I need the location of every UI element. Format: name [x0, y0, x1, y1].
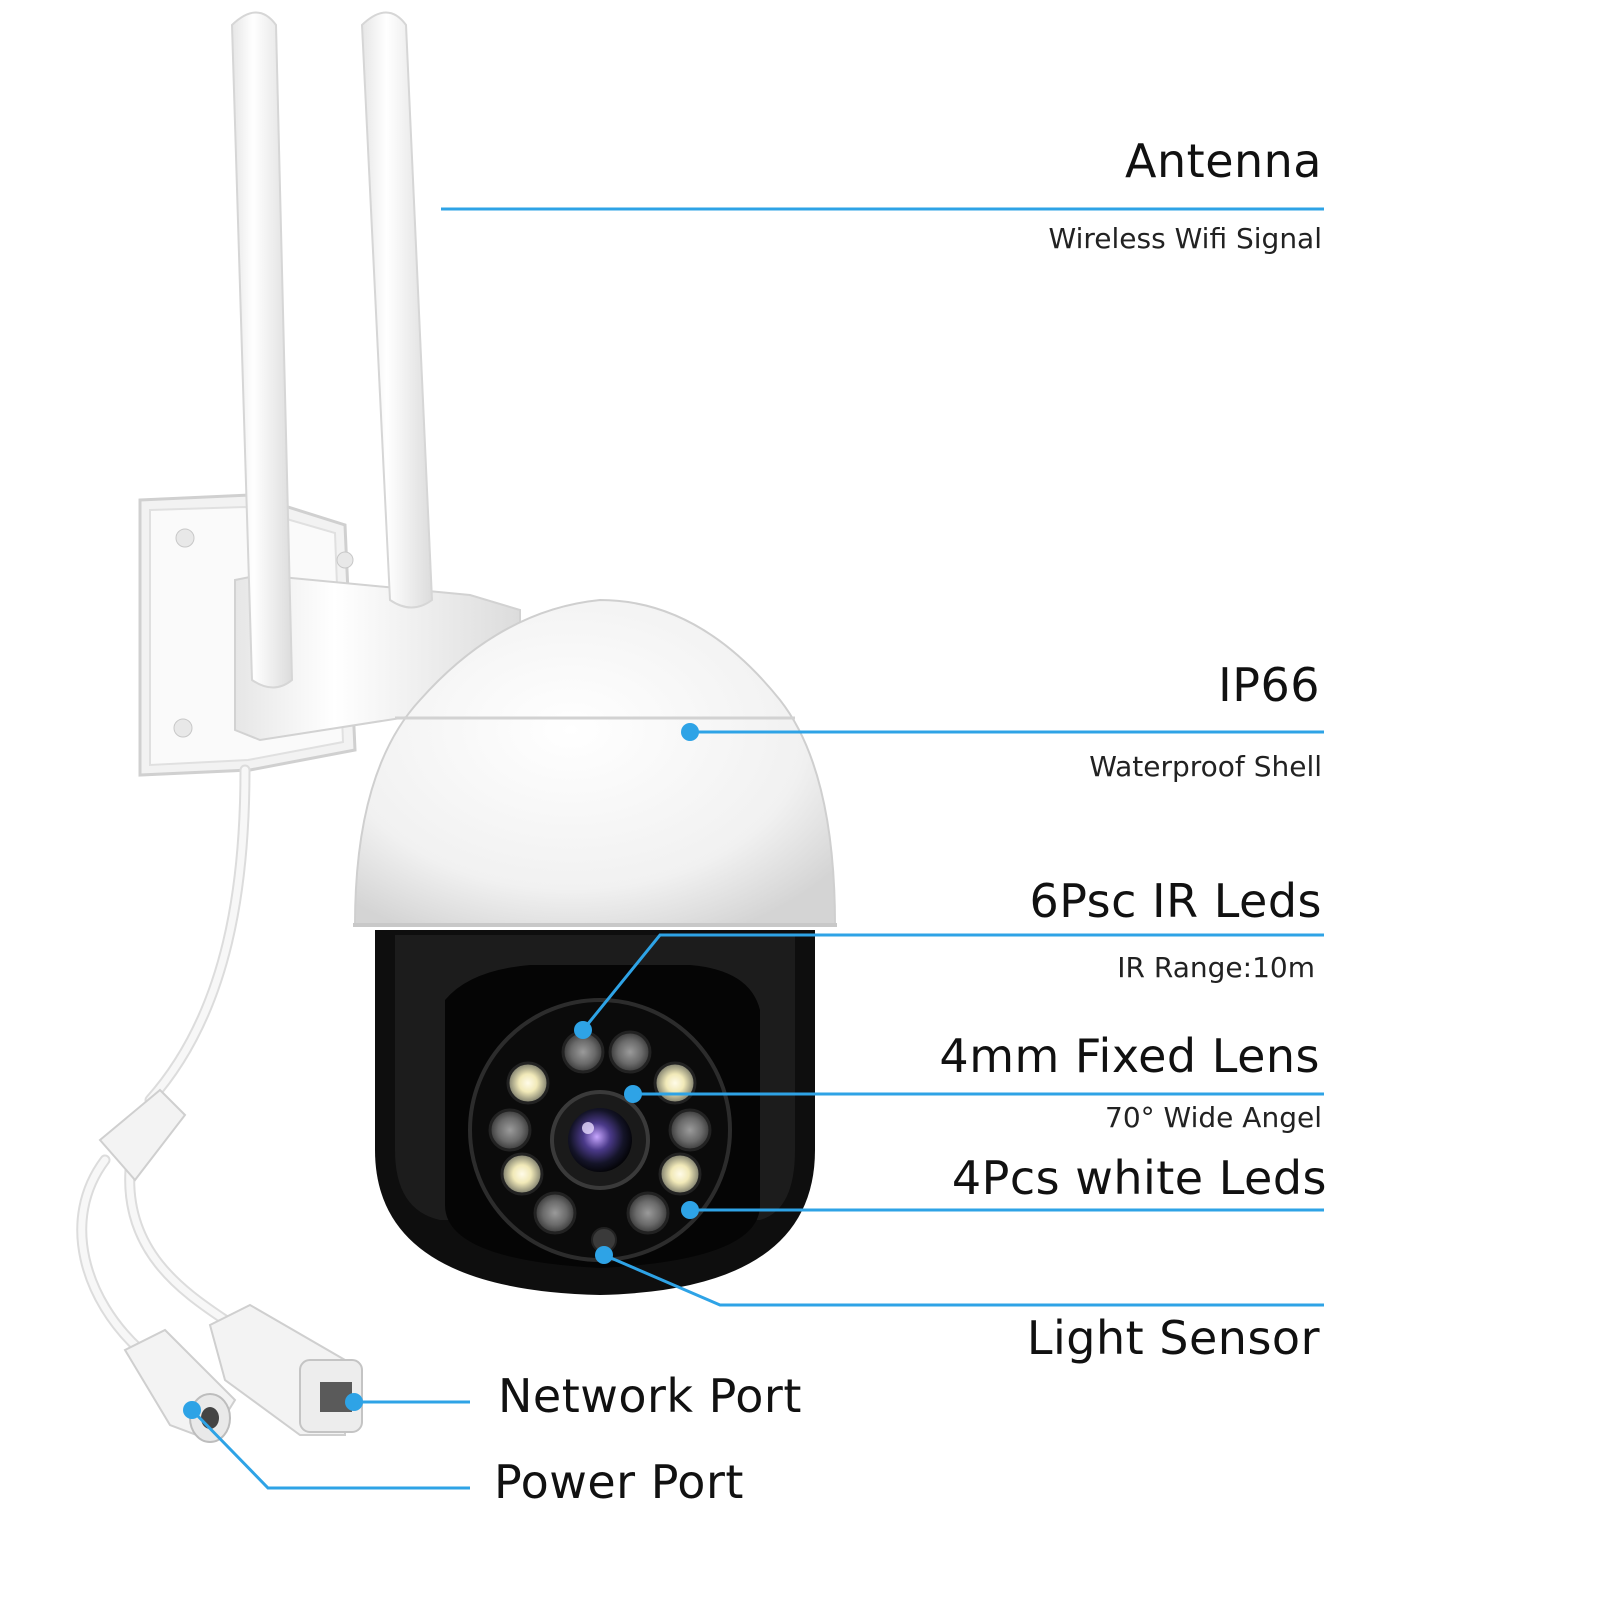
ir-led-icon — [488, 1030, 712, 1235]
power-port-title: Power Port — [494, 1455, 744, 1509]
camera-lens-icon — [550, 1090, 650, 1190]
camera-cable — [76, 764, 251, 1356]
white-leds-title: 4Pcs white Leds — [951, 1151, 1327, 1205]
callout-lines — [190, 207, 1324, 1490]
camera-dome-icon — [353, 598, 837, 1295]
callout-dots — [183, 723, 699, 1419]
lens-title: 4mm Fixed Lens — [939, 1029, 1320, 1083]
lens-subtitle: 70° Wide Angel — [1105, 1101, 1322, 1134]
wifi-antenna-icon — [230, 11, 434, 689]
cable-splitter — [98, 1088, 187, 1182]
shell-title: IP66 — [1218, 658, 1320, 712]
rj45-connector-icon — [208, 1303, 363, 1436]
network-port-title: Network Port — [498, 1369, 802, 1423]
ir-leader — [581, 933, 1324, 1031]
power-leader — [190, 1408, 470, 1490]
wall-mount-bracket — [138, 493, 521, 777]
shell-subtitle: Waterproof Shell — [1089, 750, 1322, 783]
light-sensor-title: Light Sensor — [1026, 1311, 1320, 1365]
ir-leds-subtitle: IR Range:10m — [1117, 951, 1315, 984]
white-led-icon — [500, 1061, 702, 1196]
ir-leds-title: 6Psc IR Leds — [1029, 874, 1322, 928]
antenna-title: Antenna — [1125, 134, 1322, 188]
led-ring — [488, 1030, 712, 1253]
sensor-leader — [603, 1253, 1324, 1307]
antenna-subtitle: Wireless Wifi Signal — [1048, 222, 1322, 255]
